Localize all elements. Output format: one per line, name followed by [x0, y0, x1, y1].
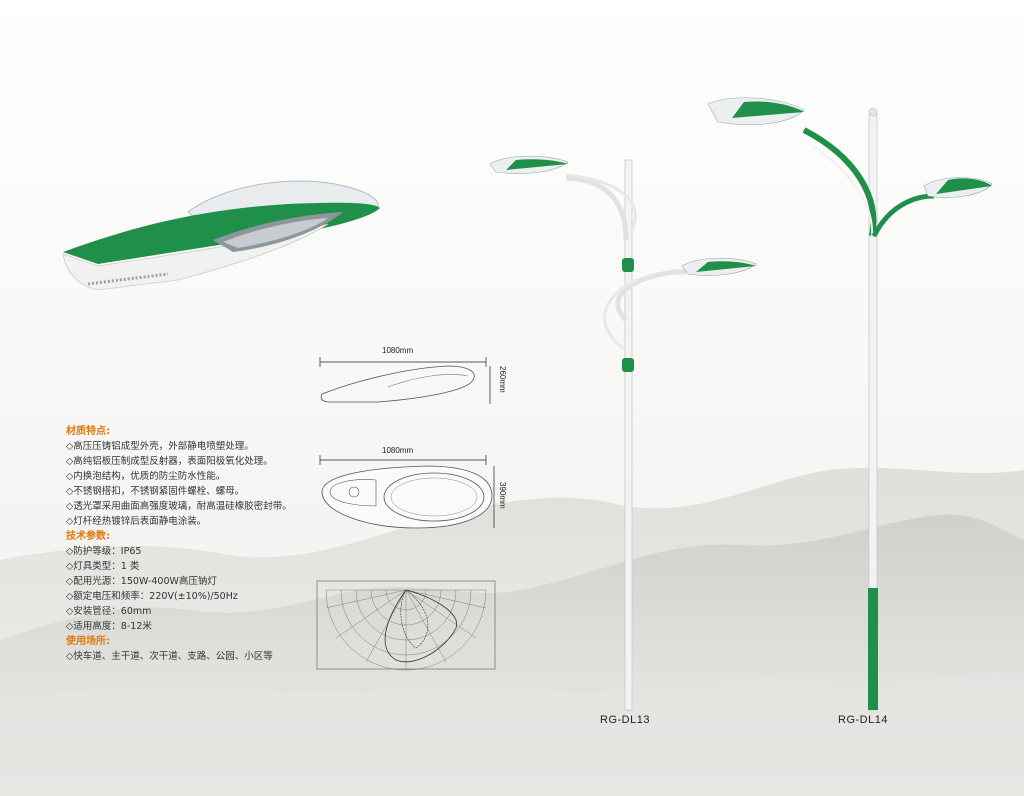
spec-item: ◇防护等级：IP65	[66, 546, 142, 557]
material-item: ◇高纯铝板压制成型反射器，表面阳极氧化处理。	[66, 456, 273, 467]
street-light-pole-rg-dl13	[489, 155, 757, 711]
model-label-rg-dl14: RG-DL14	[838, 714, 888, 726]
bottom-width-dimension: 1080mm	[382, 446, 414, 455]
usage-heading: 使用场所:	[66, 636, 110, 647]
material-features-section: 材质特点: ◇高压压铸铝成型外壳，外部静电喷塑处理。 ◇高纯铝板压制成型反射器，…	[66, 424, 292, 664]
model-label-rg-dl13: RG-DL13	[600, 714, 650, 726]
side-width-dimension: 1080mm	[382, 346, 414, 355]
spec-item: ◇额定电压和频率：220V(±10%)/50Hz	[66, 591, 238, 602]
spec-item: ◇安装管径：60mm	[66, 606, 152, 617]
side-view-drawing	[319, 357, 491, 404]
technical-specs-heading: 技术参数:	[66, 531, 110, 542]
material-features-heading: 材质特点:	[66, 426, 110, 437]
material-item: ◇高压压铸铝成型外壳，外部静电喷塑处理。	[66, 441, 254, 452]
spec-item: ◇适用高度：8-12米	[66, 621, 152, 632]
light-distribution-diagram	[316, 580, 496, 671]
usage-item: ◇快车道、主干道、次干道、支路、公园、小区等	[66, 651, 273, 662]
lamp-render-image	[62, 180, 380, 291]
material-item: ◇不锈钢搭扣，不锈钢紧固件螺栓、螺母。	[66, 486, 245, 497]
spec-item: ◇配用光源：150W-400W高压钠灯	[66, 576, 217, 587]
material-item: ◇内换泡结构，优质的防尘防水性能。	[66, 471, 226, 482]
bottom-view-drawing	[319, 455, 495, 529]
spec-item: ◇灯具类型：1 类	[66, 561, 140, 572]
material-item: ◇灯杆经热镀锌后表面静电涂装。	[66, 516, 207, 527]
material-item: ◇透光罩采用曲面高强度玻璃，耐高温硅橡胶密封带。	[66, 501, 292, 512]
street-light-pole-rg-dl14	[707, 97, 993, 711]
